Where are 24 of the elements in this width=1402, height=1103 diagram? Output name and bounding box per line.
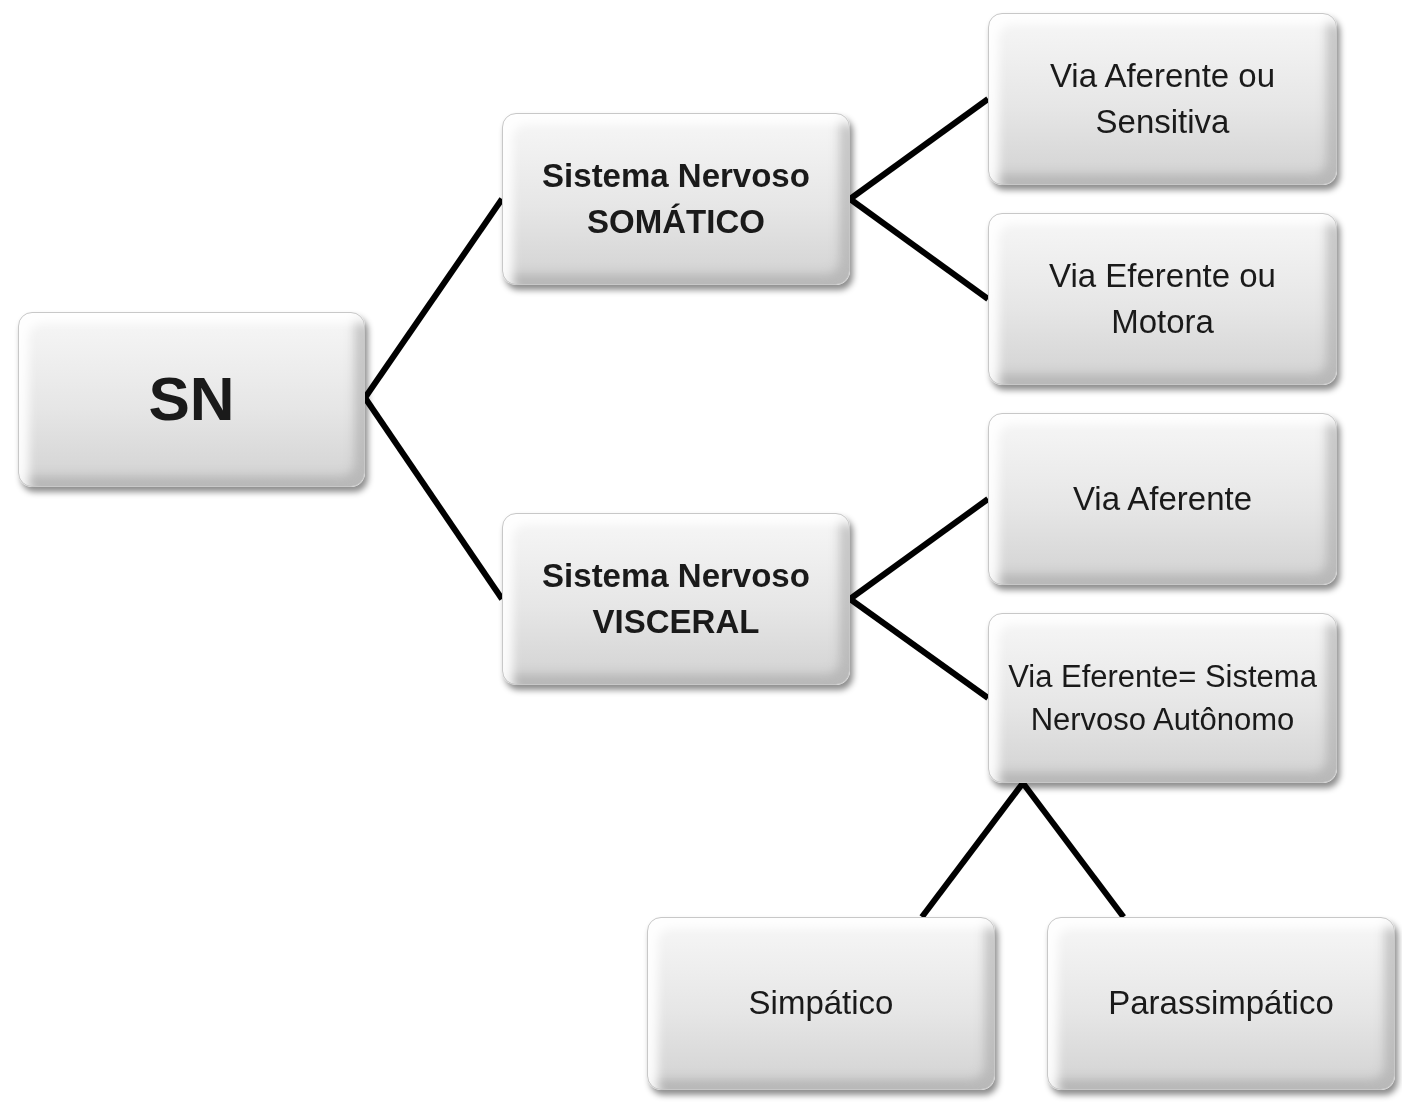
process-box bbox=[988, 613, 1337, 783]
box-label: Via Eferente= Sistema Nervoso Autônomo bbox=[1007, 657, 1318, 739]
process-box bbox=[647, 917, 995, 1090]
box-label: Sistema Nervoso VISCERAL bbox=[541, 555, 811, 642]
box-label: Simpático bbox=[748, 983, 894, 1024]
connector-line bbox=[1020, 781, 1126, 919]
box-label: SN bbox=[148, 363, 235, 436]
box-label: Sistema Nervoso SOMÁTICO bbox=[541, 155, 811, 242]
connector-line bbox=[848, 496, 990, 602]
box-label: Parassimpático bbox=[1108, 983, 1334, 1024]
box-label: Via Aferente bbox=[1072, 478, 1253, 519]
connector-line bbox=[848, 596, 990, 701]
connector-line bbox=[848, 96, 990, 202]
process-box bbox=[502, 513, 850, 685]
connector-line bbox=[848, 196, 990, 302]
process-box bbox=[988, 213, 1337, 385]
process-box bbox=[1047, 917, 1395, 1090]
process-box bbox=[18, 312, 365, 487]
connector-line bbox=[919, 781, 1026, 919]
process-box bbox=[988, 413, 1337, 585]
process-box bbox=[988, 13, 1337, 185]
box-label: Via Eferente ou Motora bbox=[1048, 255, 1277, 342]
box-label: Via Aferente ou Sensitiva bbox=[1048, 55, 1277, 142]
process-box bbox=[502, 113, 850, 285]
